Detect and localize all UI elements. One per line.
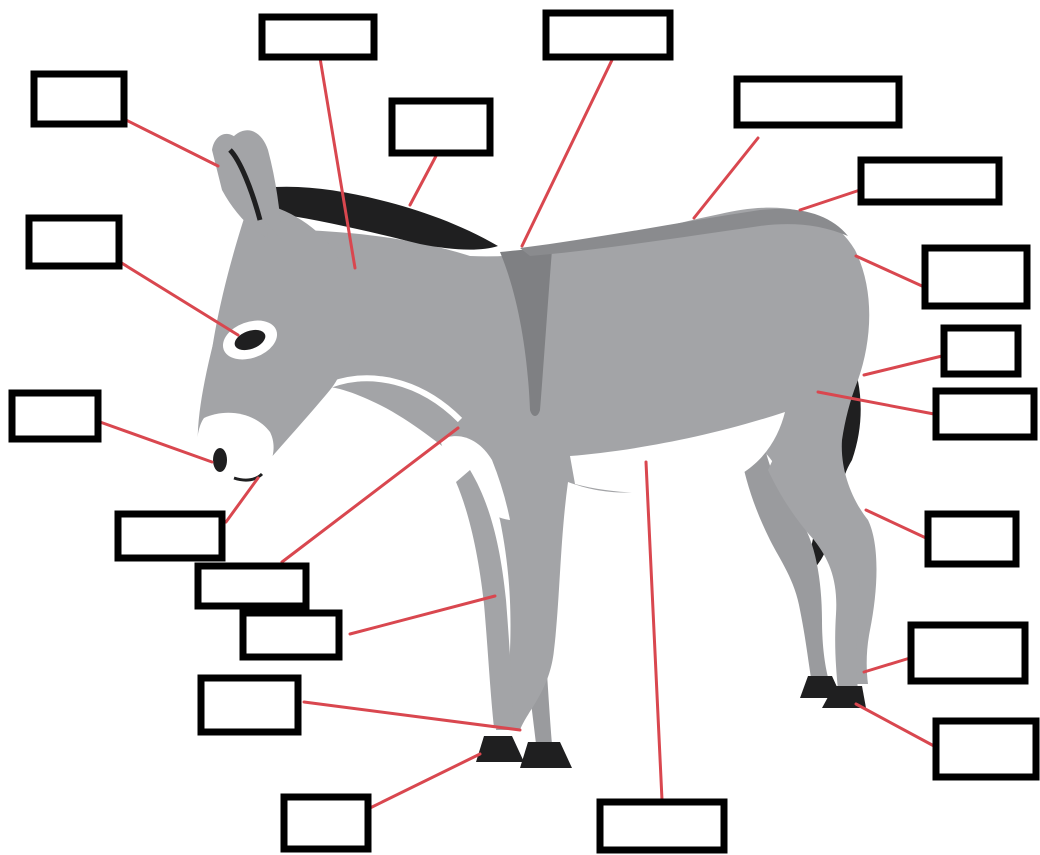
label-forearm[interactable] <box>239 609 343 661</box>
donkey-chest-patch <box>440 436 510 520</box>
label-hind-fetlock[interactable] <box>907 621 1029 685</box>
leader-chin <box>224 476 260 524</box>
label-back[interactable] <box>733 75 903 129</box>
label-poll[interactable] <box>258 13 378 61</box>
donkey-front-far-hoof <box>520 742 572 768</box>
leader-withers <box>520 58 614 248</box>
donkey-mouth <box>233 472 264 482</box>
leader-ear <box>124 118 220 168</box>
leader-chest <box>280 426 460 564</box>
donkey-shoulder-stripe <box>500 249 552 416</box>
leader-fetlock <box>302 700 522 732</box>
donkey-hind-near-leg <box>768 440 860 690</box>
donkey-ear-left <box>212 133 268 238</box>
leader-tail <box>862 354 944 377</box>
label-hind-hoof[interactable] <box>932 717 1040 781</box>
leader-croup <box>798 188 862 212</box>
leader-belly <box>644 460 664 802</box>
leader-hock <box>864 508 928 540</box>
leader-hip <box>854 254 924 288</box>
donkey-belly-patch <box>570 412 785 493</box>
leader-poll <box>318 56 357 270</box>
donkey-dorsal-stripe <box>520 209 848 256</box>
leader-muzzle <box>98 420 214 464</box>
label-withers[interactable] <box>542 9 674 61</box>
label-hip[interactable] <box>921 244 1031 310</box>
label-mane[interactable] <box>388 97 494 157</box>
label-muzzle[interactable] <box>8 389 102 443</box>
donkey-eye <box>234 329 266 351</box>
leader-mane <box>408 154 438 207</box>
label-ear[interactable] <box>30 70 128 128</box>
donkey-illustration <box>196 130 877 768</box>
donkey-body <box>197 207 877 731</box>
donkey-hind-far-leg <box>740 430 830 684</box>
leader-hind-hoof <box>854 702 936 748</box>
label-boxes <box>8 9 1040 854</box>
leader-eye <box>118 260 240 337</box>
label-eye[interactable] <box>25 214 123 270</box>
donkey-front-near-hoof <box>476 736 524 762</box>
label-belly[interactable] <box>596 798 728 854</box>
donkey-mane <box>262 186 498 250</box>
donkey-hind-near-hoof <box>822 686 866 708</box>
label-croup[interactable] <box>857 156 1003 206</box>
label-hock[interactable] <box>924 510 1020 568</box>
label-front-hoof[interactable] <box>280 793 372 853</box>
leader-back <box>692 136 760 220</box>
leader-forearm <box>348 594 497 636</box>
label-fetlock[interactable] <box>197 674 302 736</box>
leader-hind-fetlock <box>862 656 912 674</box>
leader-lines <box>98 56 944 810</box>
label-chest[interactable] <box>194 562 310 610</box>
donkey-ear-inner <box>228 148 263 221</box>
label-chin[interactable] <box>114 510 226 562</box>
label-flank[interactable] <box>932 387 1038 441</box>
donkey-neck-underline <box>328 375 463 423</box>
donkey-nostril <box>213 448 227 472</box>
leader-flank <box>816 390 936 416</box>
label-tail[interactable] <box>940 324 1022 378</box>
donkey-ear-right <box>234 130 282 240</box>
leader-front-hoof <box>368 752 482 810</box>
